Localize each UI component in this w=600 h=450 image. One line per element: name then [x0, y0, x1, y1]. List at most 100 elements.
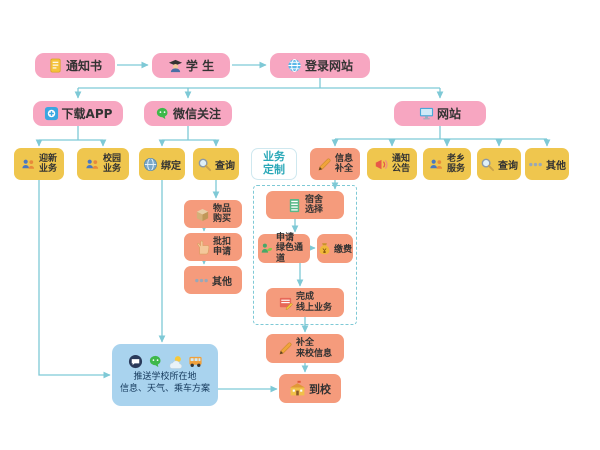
label-line1: 物品 [212, 203, 231, 214]
node-label: 其他 [212, 276, 232, 288]
node-campus-service: 校园 业务 [77, 148, 129, 180]
label-line1: 申请 [276, 232, 295, 243]
node-welcome-service: 迎新 业务 [14, 148, 64, 180]
node-online-business-done: 完成 线上业务 [266, 288, 344, 317]
bus-icon [188, 354, 203, 369]
label-line2: 公告 [391, 164, 410, 174]
label-line1: 老乡 [446, 153, 465, 164]
bunk-bed-icon [287, 198, 302, 213]
document-pen-icon [278, 295, 293, 310]
node-bind: 绑定 [139, 148, 185, 180]
pencil-icon [317, 157, 332, 172]
magnifier-icon [197, 157, 212, 172]
node-notices: 通知 公告 [367, 148, 417, 180]
node-label: 通知书 [65, 59, 102, 73]
people-icon [85, 157, 100, 172]
push-text-line2: 信息、天气、乘车方案 [119, 384, 210, 394]
pencil-icon [278, 341, 293, 356]
node-label: 通知 公告 [392, 154, 410, 175]
label-line1: 宿舍 [304, 194, 323, 205]
label-line2: 线上业务 [295, 302, 332, 313]
node-notice-letter: 通知书 [35, 53, 115, 78]
globe-icon [143, 157, 158, 172]
node-label: 宿舍 选择 [305, 195, 323, 216]
node-download-app: 下载APP [33, 101, 123, 126]
node-website: 网站 [394, 101, 486, 126]
globe-icon [287, 58, 302, 73]
node-info-complete: 信息 补全 [310, 148, 360, 180]
ellipsis-icon [528, 157, 543, 172]
node-complete-arrival-info: 补全 来校信息 [266, 334, 344, 363]
node-label: 微信关注 [172, 107, 221, 121]
label-line2: 来校信息 [295, 348, 332, 359]
people-icon [21, 157, 36, 172]
package-icon [195, 207, 210, 222]
label-line2: 绿色通道 [276, 243, 304, 264]
node-green-channel: 申请 绿色通道 [258, 233, 310, 264]
label-line1: 业务 [263, 150, 285, 164]
label-line2: 业务 [102, 164, 121, 174]
node-label: 到校 [309, 382, 331, 396]
node-label: 批扣 申请 [213, 237, 231, 258]
push-panel-icons [128, 354, 203, 370]
node-label: 其他 [546, 160, 566, 172]
push-info-panel: 推送学校所在地 信息、天气、乘车方案 [112, 344, 218, 406]
node-label: 缴费 [334, 245, 353, 255]
label-line1: 通知 [391, 153, 410, 164]
node-query-site: 查询 [477, 148, 521, 180]
node-label: 网站 [436, 107, 461, 121]
weather-icon [168, 354, 183, 370]
label-line2: 购买 [212, 214, 231, 224]
label-line1: 迎新 [38, 153, 57, 164]
node-label: 业务 定制 [263, 151, 285, 176]
node-item-purchase: 物品 购买 [184, 200, 242, 228]
label-line2: 定制 [263, 163, 285, 176]
node-label: 学 生 [185, 59, 215, 73]
node-dorm-select: 宿舍 选择 [266, 191, 344, 219]
node-login-website: 登录网站 [270, 53, 370, 78]
label-line2: 业务 [38, 164, 57, 174]
node-batch-deduction: 批扣 申请 [184, 233, 242, 261]
node-student: 学 生 [152, 53, 230, 78]
node-other-site: 其他 [525, 148, 569, 180]
node-other-wechat: 其他 [184, 266, 242, 294]
label-line2: 补全 [334, 164, 353, 174]
magnifier-icon [480, 157, 495, 172]
node-arrive-school: 到校 [279, 374, 341, 403]
node-business-custom: 业务 定制 [251, 148, 297, 180]
wechat-icon [148, 354, 163, 369]
label-line1: 批扣 [212, 236, 231, 247]
money-bag-icon [318, 242, 331, 255]
node-label: 查询 [498, 160, 518, 172]
push-text-line1: 推送学校所在地 [133, 372, 197, 383]
node-label: 迎新 业务 [39, 154, 57, 175]
green-channel-icon [260, 242, 273, 255]
label-line2: 选择 [304, 205, 323, 215]
megaphone-icon [374, 157, 389, 172]
node-label: 校园 业务 [103, 154, 121, 175]
monitor-icon [419, 106, 434, 121]
label-line1: 完成 [295, 292, 314, 303]
node-label: 下载APP [61, 107, 113, 121]
node-label: 信息 补全 [335, 154, 353, 175]
label-line2: 服务 [446, 164, 465, 174]
ellipsis-icon [194, 273, 209, 288]
label-line1: 补全 [295, 338, 314, 349]
node-label: 查询 [215, 160, 235, 172]
node-query-wechat: 查询 [193, 148, 239, 180]
node-label: 绑定 [161, 160, 181, 172]
hand-icon [195, 240, 210, 255]
app-icon [44, 106, 59, 121]
node-wechat-follow: 微信关注 [144, 101, 232, 126]
node-pay-fees: 缴费 [317, 234, 353, 263]
school-icon [289, 380, 306, 397]
node-hometown-service: 老乡 服务 [423, 148, 471, 180]
chat-icon [128, 354, 143, 369]
document-icon [48, 58, 63, 73]
label-line1: 校园 [102, 153, 121, 164]
people-icon [429, 157, 444, 172]
label-line1: 信息 [334, 153, 353, 164]
node-label: 申请 绿色通道 [276, 233, 308, 264]
online-business-group [253, 185, 357, 325]
